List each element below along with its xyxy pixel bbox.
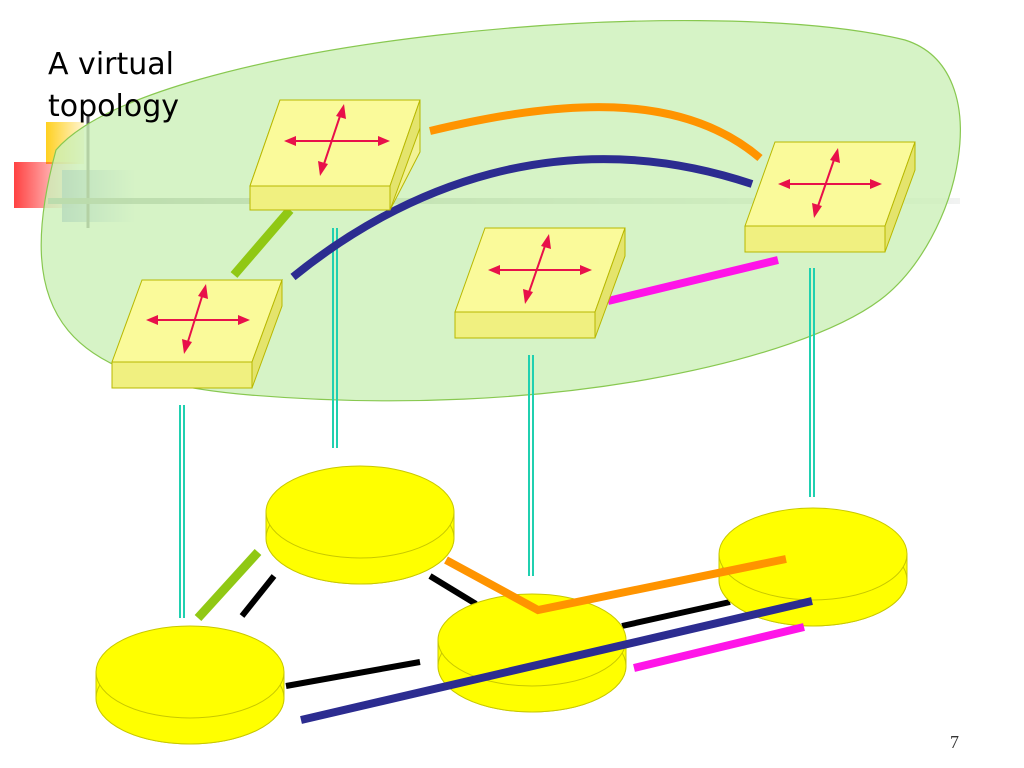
switch-top-left bbox=[249, 99, 421, 211]
mapping-line-top bbox=[332, 228, 338, 448]
virtual-lightpaths bbox=[230, 103, 779, 305]
switch-center bbox=[454, 227, 626, 339]
physical-lightpath-green bbox=[194, 548, 262, 622]
slide-title: A virtual topology bbox=[48, 44, 179, 128]
physical-link-top-center bbox=[428, 573, 478, 607]
crossbar-icon bbox=[284, 104, 390, 176]
physical-link-left-center bbox=[285, 659, 421, 689]
title-line-2: topology bbox=[48, 89, 180, 124]
node-top bbox=[265, 465, 455, 585]
title-line-1: A virtual bbox=[48, 47, 174, 82]
crossbar-icon bbox=[778, 148, 882, 218]
crossbar-icon bbox=[146, 284, 250, 354]
node-right bbox=[718, 507, 908, 627]
virtual-lightpath-navy bbox=[290, 155, 754, 281]
node-left bbox=[95, 625, 285, 745]
virtual-lightpath-green bbox=[230, 207, 294, 278]
mapping-line-left bbox=[179, 405, 185, 618]
physical-lightpath-orange bbox=[444, 555, 787, 615]
physical-link-left-top bbox=[239, 574, 277, 618]
physical-link-center-right bbox=[621, 599, 731, 629]
switch-right bbox=[744, 141, 916, 253]
mapping-lines bbox=[179, 228, 815, 618]
virtual-lightpath-orange bbox=[429, 103, 763, 162]
mapping-line-center bbox=[528, 355, 534, 576]
physical-links bbox=[239, 573, 731, 689]
physical-lightpath-navy bbox=[300, 597, 813, 724]
slide-number: 7 bbox=[950, 732, 959, 752]
crossbar-icon bbox=[488, 234, 592, 304]
virtual-lightpath-magenta bbox=[607, 256, 779, 305]
mapping-line-right bbox=[809, 268, 815, 497]
physical-lightpath-magenta bbox=[633, 623, 805, 672]
switch-bottom-left bbox=[111, 279, 283, 389]
physical-lightpaths bbox=[194, 548, 813, 724]
